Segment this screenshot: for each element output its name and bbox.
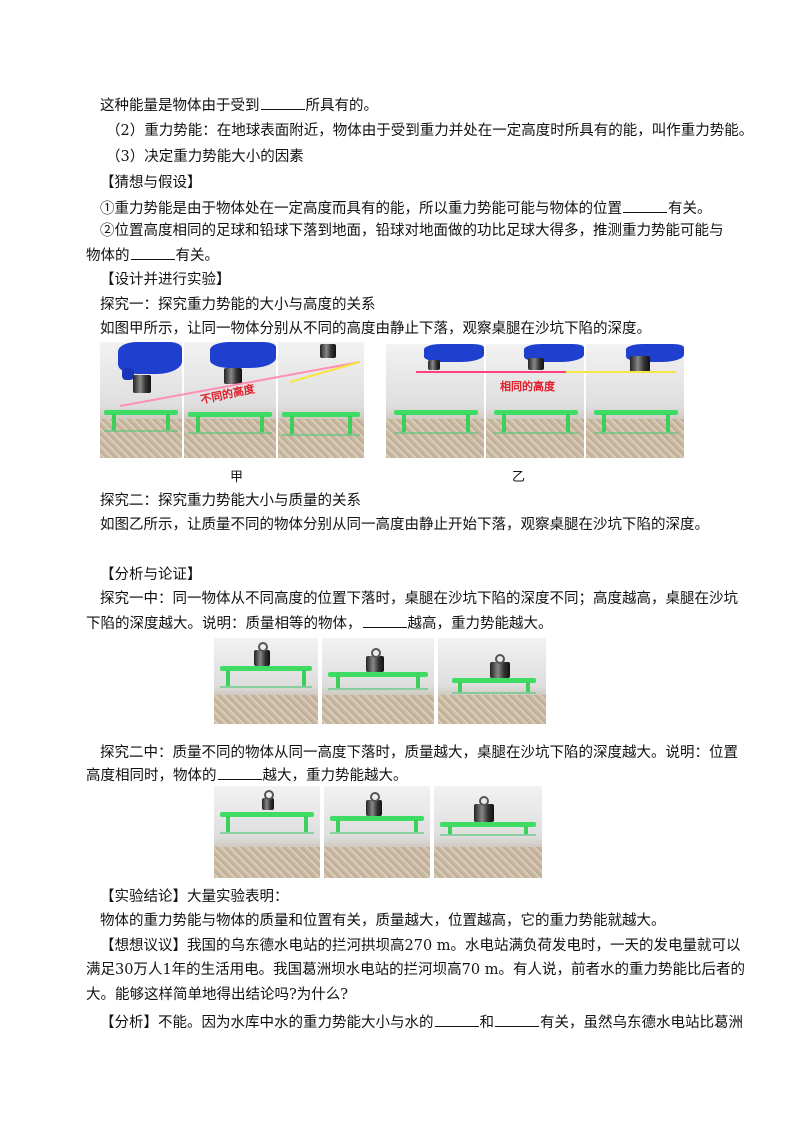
photo-jia-1 [100, 342, 182, 458]
text-line-22: 大。能够这样简单地得出结论吗?为什么? [86, 987, 349, 1003]
text-line-12: 如图乙所示，让质量不同的物体分别从同一高度由静止开始下落，观察桌腿在沙坑下陷的深… [100, 517, 709, 533]
photo-height-3 [438, 638, 546, 724]
answer-blank[interactable] [130, 246, 175, 260]
text-line-15: 下陷的深度越大。说明：质量相等的物体，越高，重力势能越大。 [86, 614, 553, 632]
text-line-5: ①重力势能是由于物体处在一定高度而具有的能，所以重力势能可能与物体的位置有关。 [100, 199, 712, 217]
text-line-2: （2）重力势能：在地球表面附近，物体由于受到重力并处在一定高度时所具有的能，叫作… [106, 123, 754, 139]
photo-height-2 [322, 638, 434, 724]
photo-yi-1 [386, 344, 484, 458]
text-line-21: 满足30万人1年的生活用电。我国葛洲坝水电站的拦河坝高70 m。有人说，前者水的… [86, 962, 745, 978]
text-line-3: （3）决定重力势能大小的因素 [106, 149, 304, 165]
text-line-9: 探究一：探究重力势能的大小与高度的关系 [100, 297, 376, 313]
text-line-23: 【分析】不能。因为水库中水的重力势能大小与水的和有关，虽然乌东德水电站比葛洲 [100, 1013, 743, 1031]
figure-caption-yi: 乙 [512, 470, 526, 485]
photo-mass-3 [434, 786, 542, 878]
photo-mass-1 [214, 786, 320, 878]
photo-height-1 [214, 638, 318, 724]
section-heading-analysis: 【分析与论证】 [100, 567, 202, 583]
photo-jia-3 [278, 342, 364, 458]
text-line-11: 探究二：探究重力势能大小与质量的关系 [100, 493, 361, 509]
text-line-20: 【想想议议】我国的乌东德水电站的拦河拱坝高270 m。水电站满负荷发电时，一天的… [100, 938, 741, 954]
photo-yi-2 [486, 344, 584, 458]
height-line-yi [416, 371, 676, 373]
section-heading-experiment: 【设计并进行实验】 [100, 272, 231, 288]
weight-image [133, 375, 151, 393]
answer-blank[interactable] [217, 766, 262, 780]
text-line-19: 物体的重力势能与物体的质量和位置有关，质量越大，位置越高，它的重力势能就越大。 [100, 913, 666, 929]
figure-caption-jia: 甲 [230, 470, 244, 485]
text-line-16: 探究二中：质量不同的物体从同一高度下落时，质量越大，桌腿在沙坑下陷的深度越大。说… [100, 745, 738, 761]
text-line-10: 如图甲所示，让同一物体分别从不同的高度由静止下落，观察桌腿在沙坑下陷的深度。 [100, 321, 651, 337]
label-same-height: 相同的高度 [500, 380, 555, 393]
text-line-7: 物体的有关。 [86, 246, 219, 264]
answer-blank[interactable] [362, 614, 407, 628]
section-heading-conclusion: 【实验结论】大量实验表明： [100, 889, 289, 905]
answer-blank[interactable] [495, 1013, 539, 1027]
photo-jia-2 [184, 342, 276, 458]
height-line-jia [119, 361, 361, 407]
text-line-17: 高度相同时，物体的越大，重力势能越大。 [86, 766, 408, 784]
text-line-1: 这种能量是物体由于受到所具有的。 [100, 96, 378, 114]
section-heading-hypothesis: 【猜想与假设】 [100, 175, 202, 191]
answer-blank[interactable] [623, 199, 667, 213]
photo-yi-3 [586, 344, 684, 458]
answer-blank[interactable] [434, 1013, 479, 1027]
answer-blank[interactable] [260, 96, 305, 110]
photo-mass-2 [324, 786, 430, 878]
text-line-6: ②位置高度相同的足球和铅球下落到地面，铅球对地面做的功比足球大得多，推测重力势能… [100, 223, 724, 239]
text-line-14: 探究一中：同一物体从不同高度的位置下落时，桌腿在沙坑下陷的深度不同；高度越高，桌… [100, 591, 738, 607]
